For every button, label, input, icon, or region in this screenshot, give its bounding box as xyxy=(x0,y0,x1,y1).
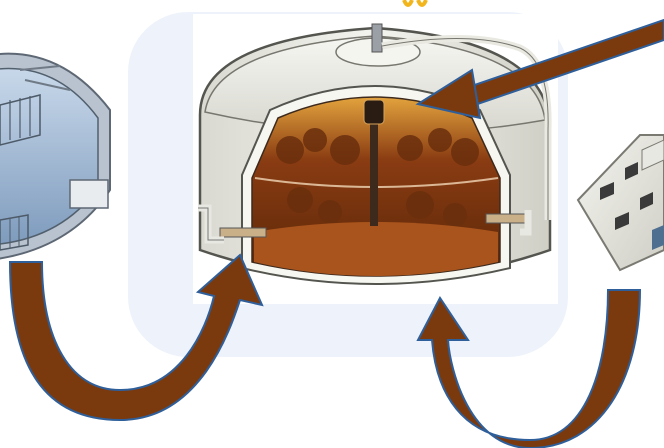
anaerobic-digester xyxy=(198,23,552,285)
pointer-arrow-digester-headspace xyxy=(415,18,664,120)
clarifier-tank xyxy=(0,52,111,260)
flow-arrow-clarifier-to-digester xyxy=(8,253,264,422)
accent-mark xyxy=(402,0,428,7)
building-block xyxy=(576,134,664,272)
flow-arrow-block-to-digester xyxy=(416,289,642,448)
